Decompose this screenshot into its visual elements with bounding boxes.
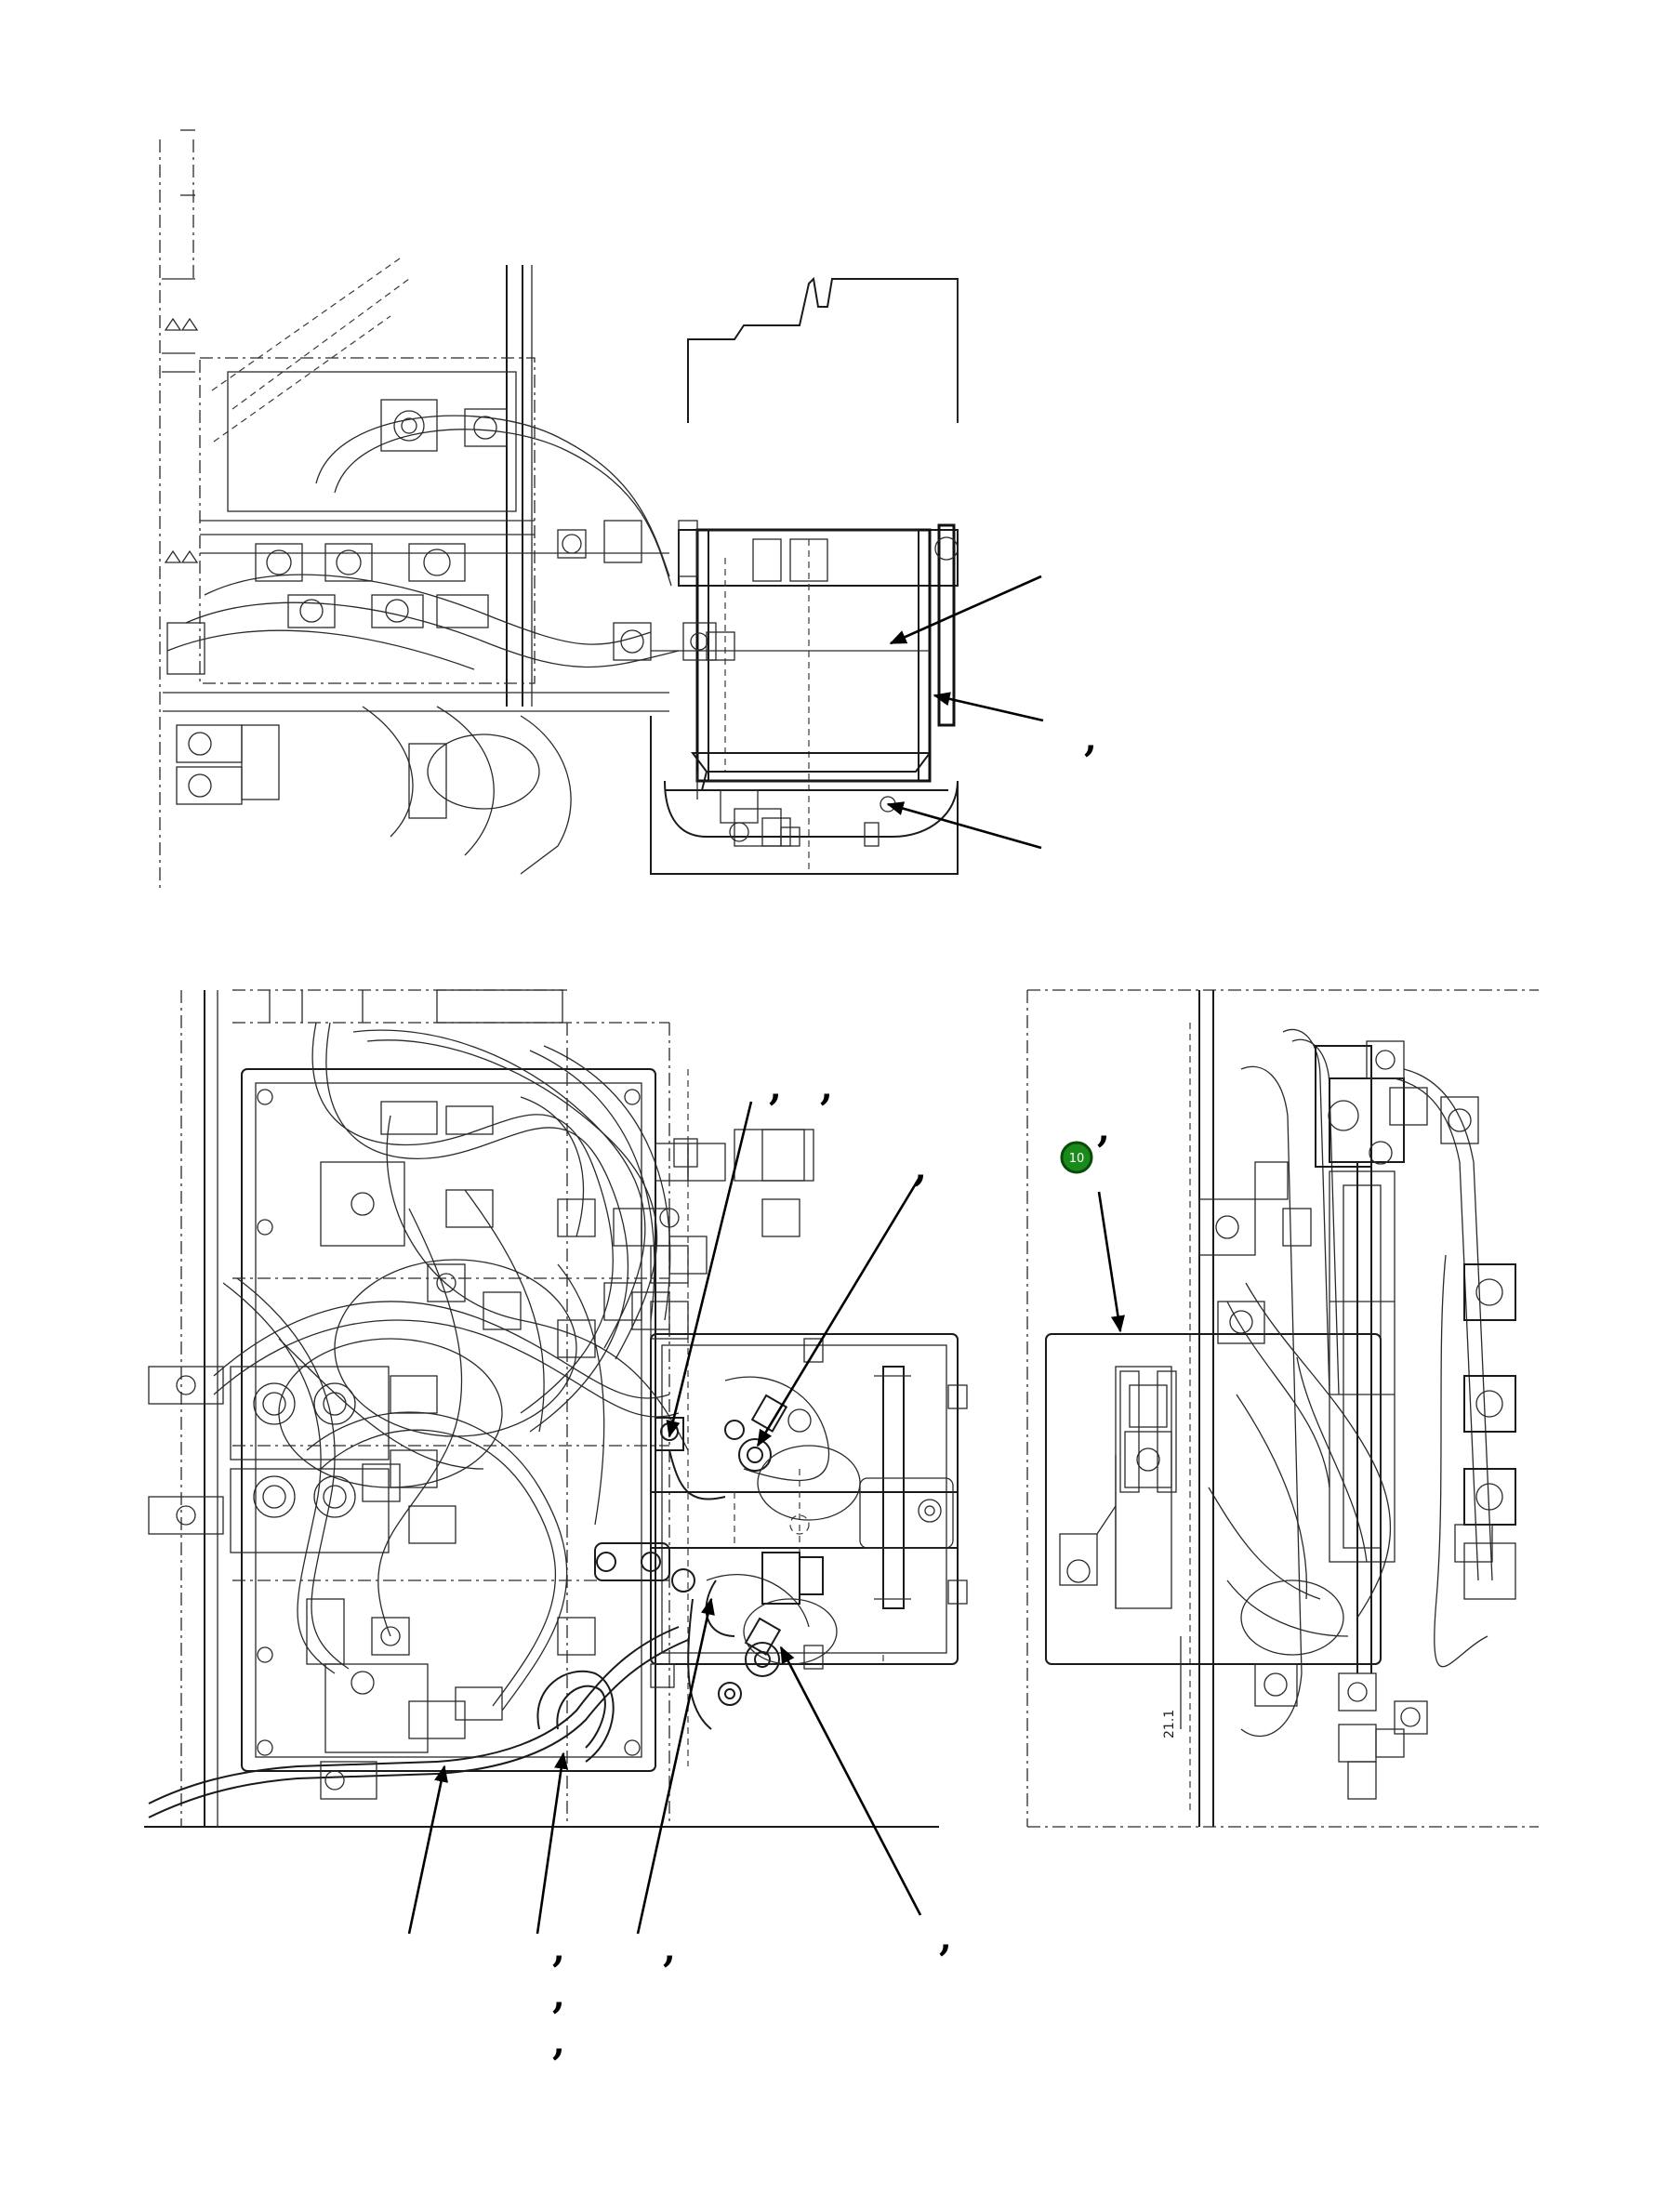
- lower-left-leaders: [407, 1101, 922, 1935]
- separator-5: ,: [1097, 1107, 1110, 1151]
- top-view: [159, 129, 959, 892]
- separator-3: ,: [820, 1065, 833, 1109]
- dimension-label: 21.1: [1162, 1710, 1177, 1738]
- lower-right-view: 21.1: [1026, 989, 1539, 1828]
- separator-9: ,: [552, 1974, 565, 2017]
- separator-1: ,: [1084, 717, 1097, 760]
- separator-8: ,: [663, 1927, 676, 1971]
- separator-4: ,: [914, 1146, 927, 1190]
- separator-6: ,: [939, 1916, 952, 1960]
- right-leaders: [1097, 1191, 1125, 1333]
- separator-2: ,: [769, 1065, 782, 1109]
- separator-10: ,: [552, 2020, 565, 2064]
- callout-number: 10: [1069, 1152, 1085, 1166]
- canister: [651, 520, 959, 874]
- separators: , , , , , , , , , ,: [552, 717, 1110, 2064]
- separator-7: ,: [552, 1927, 565, 1971]
- lower-left-view: [144, 989, 968, 1828]
- top-leaders: [886, 575, 1044, 850]
- callout-10: 10: [1060, 1141, 1093, 1174]
- callout-circle: [1060, 1141, 1093, 1174]
